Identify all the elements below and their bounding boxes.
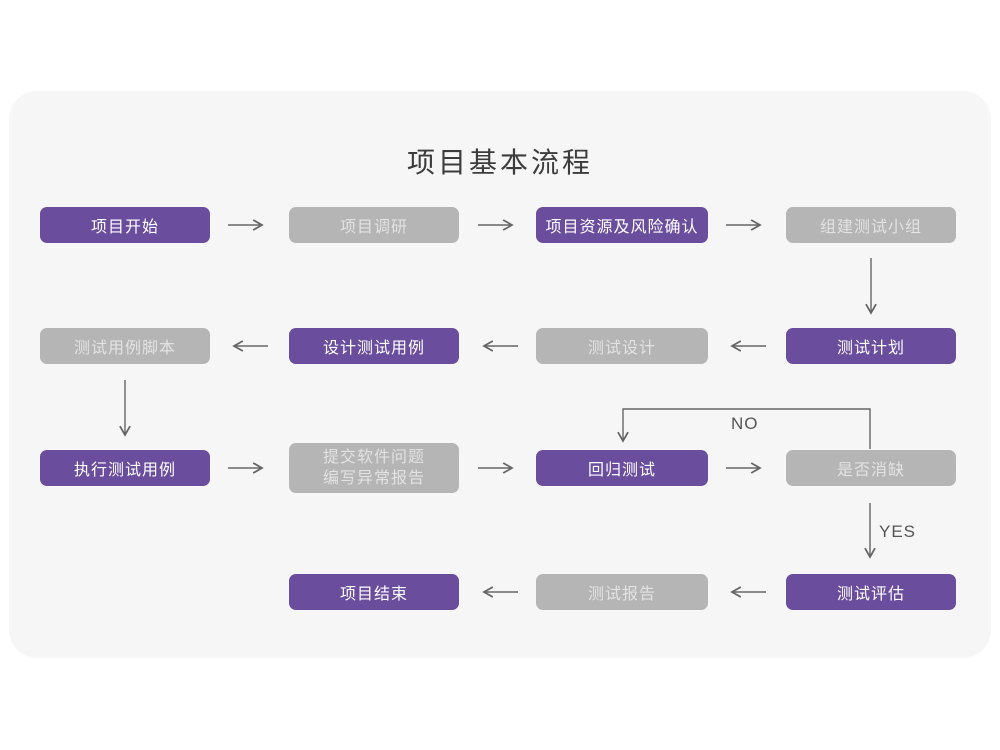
flow-node-test-plan: 测试计划 bbox=[786, 328, 956, 364]
flow-node-defect-cleared: 是否消缺 bbox=[786, 450, 956, 486]
flow-node-test-evaluation: 测试评估 bbox=[786, 574, 956, 610]
flow-node-project-research: 项目调研 bbox=[289, 207, 459, 243]
flow-node-label: 是否消缺 bbox=[836, 462, 905, 479]
flow-node-test-report: 测试报告 bbox=[536, 574, 708, 610]
edge-label-no: NO bbox=[731, 414, 759, 433]
flow-node-build-test-team: 组建测试小组 bbox=[786, 207, 956, 243]
flow-node-project-end: 项目结束 bbox=[289, 574, 459, 610]
flow-node-regression-test: 回归测试 bbox=[536, 450, 708, 486]
flow-node-label: 项目开始 bbox=[90, 219, 159, 236]
flow-node-label: 测试计划 bbox=[836, 340, 905, 357]
flowchart-card bbox=[9, 91, 991, 658]
flow-node-label: 组建测试小组 bbox=[819, 219, 922, 236]
flow-node-execute-test-case: 执行测试用例 bbox=[40, 450, 210, 486]
flow-node-submit-issue-report: 提交软件问题 编写异常报告 bbox=[289, 443, 459, 493]
flow-node-label-line1: 提交软件问题 bbox=[322, 449, 425, 466]
flow-node-label: 执行测试用例 bbox=[73, 462, 176, 479]
flow-node-test-design: 测试设计 bbox=[536, 328, 708, 364]
flow-node-label: 项目结束 bbox=[339, 586, 408, 603]
flow-node-label: 测试报告 bbox=[587, 586, 656, 603]
flow-node-test-case-script: 测试用例脚本 bbox=[40, 328, 210, 364]
flow-node-design-test-case: 设计测试用例 bbox=[289, 328, 459, 364]
flow-node-label: 测试设计 bbox=[587, 340, 656, 357]
flow-node-label: 设计测试用例 bbox=[322, 340, 425, 357]
flow-node-resources-risk-confirm: 项目资源及风险确认 bbox=[536, 207, 708, 243]
flow-node-label: 项目资源及风险确认 bbox=[545, 219, 699, 236]
flow-node-label: 测试用例脚本 bbox=[73, 340, 176, 357]
flow-node-label: 项目调研 bbox=[339, 219, 408, 236]
flow-node-label: 测试评估 bbox=[836, 586, 905, 603]
edge-label-yes: YES bbox=[879, 522, 917, 541]
flow-node-project-start: 项目开始 bbox=[40, 207, 210, 243]
flow-node-label: 回归测试 bbox=[587, 462, 656, 479]
flow-node-label-line2: 编写异常报告 bbox=[322, 470, 425, 487]
page-title: 项目基本流程 bbox=[406, 147, 593, 178]
